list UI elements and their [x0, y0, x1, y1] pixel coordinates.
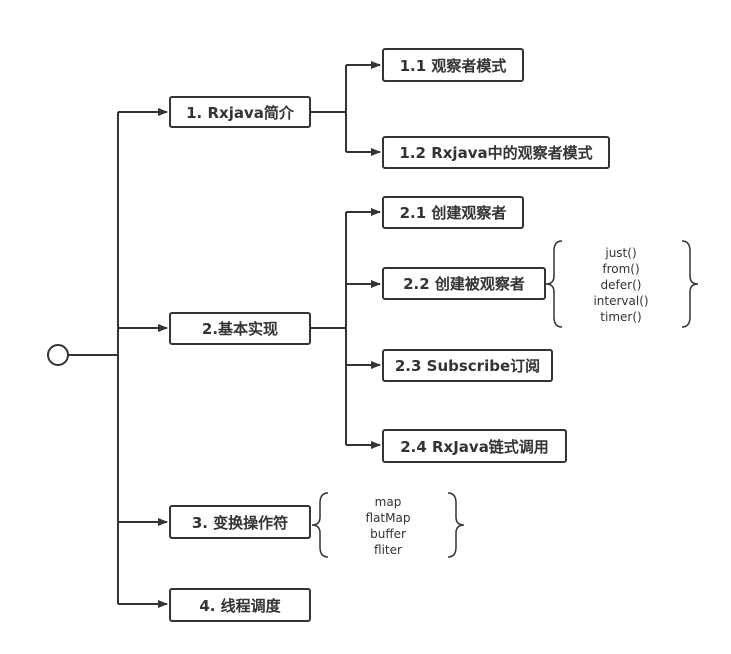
- section-thread-scheduling[interactable]: 4. 线程调度: [169, 588, 311, 622]
- transform-operators-list: map flatMap buffer fliter: [348, 494, 428, 558]
- section-rxjava-intro[interactable]: 1. Rxjava简介: [169, 96, 311, 128]
- section-transform-operators[interactable]: 3. 变换操作符: [169, 505, 311, 539]
- section-basic-implementation[interactable]: 2.基本实现: [169, 312, 311, 345]
- node-create-observer[interactable]: 2.1 创建观察者: [382, 196, 524, 229]
- list-item: fliter: [374, 543, 402, 557]
- node-rxjava-chain-call[interactable]: 2.4 RxJava链式调用: [382, 429, 567, 463]
- node-create-observable[interactable]: 2.2 创建被观察者: [382, 267, 546, 300]
- root-circle-icon[interactable]: [47, 344, 69, 366]
- list-item: buffer: [370, 527, 406, 541]
- list-item: map: [374, 495, 402, 509]
- list-item: timer(): [600, 310, 642, 324]
- node-observer-pattern[interactable]: 1.1 观察者模式: [382, 48, 524, 82]
- left-curly-bracket-icon: [545, 240, 563, 328]
- list-item: from(): [602, 262, 640, 276]
- list-item: defer(): [600, 278, 642, 292]
- observable-creation-methods-list: just() from() defer() interval() timer(): [572, 245, 670, 325]
- list-item: just(): [605, 246, 637, 260]
- right-curly-bracket-icon: [681, 240, 699, 328]
- left-curly-bracket-icon: [311, 492, 329, 558]
- right-curly-bracket-icon: [447, 492, 465, 558]
- node-rxjava-observer-pattern[interactable]: 1.2 Rxjava中的观察者模式: [382, 136, 610, 169]
- list-item: flatMap: [365, 511, 411, 525]
- node-subscribe[interactable]: 2.3 Subscribe订阅: [382, 349, 553, 382]
- list-item: interval(): [593, 294, 649, 308]
